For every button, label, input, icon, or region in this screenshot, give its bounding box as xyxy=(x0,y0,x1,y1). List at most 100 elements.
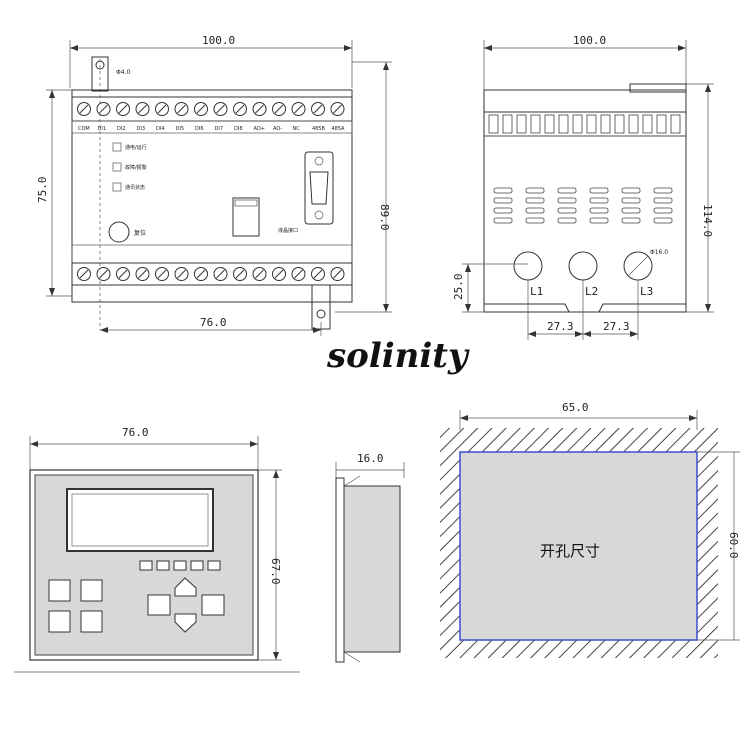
vent-slot xyxy=(589,197,609,204)
hole-name-l2: L2 xyxy=(585,285,598,298)
screw-slot xyxy=(157,104,167,114)
terminal-label: DI8 xyxy=(234,126,243,132)
rib xyxy=(558,114,569,134)
terminal-label: AO+ xyxy=(254,126,265,132)
hole-name-l1: L1 xyxy=(530,285,543,298)
bottom-left-height-dim: 67.0 xyxy=(269,558,282,585)
brand-logo: solinity xyxy=(326,336,470,376)
vent-slot xyxy=(493,197,513,204)
vent-slot xyxy=(653,217,673,224)
vent-slot xyxy=(525,217,545,224)
rib xyxy=(572,114,583,134)
screw-slot xyxy=(274,104,284,114)
screw-slot xyxy=(177,104,186,114)
screw-slot xyxy=(255,269,264,279)
top-right-drawing: 100.0 Φ16.0 L1 L2 L3 114.0 25.0 xyxy=(452,34,714,340)
rib xyxy=(656,114,667,134)
top-left-bottom-dim: 76.0 xyxy=(200,316,227,329)
screw-slot xyxy=(196,269,206,279)
screw-slot xyxy=(216,104,225,114)
terminal-label: DI5 xyxy=(176,126,185,132)
top-right-hole-label: Φ16.0 xyxy=(650,249,668,256)
screw-slot xyxy=(157,269,167,279)
vent-slot xyxy=(557,187,577,194)
screw-slot xyxy=(196,104,206,114)
rib xyxy=(488,114,499,134)
top-terminal-screws xyxy=(77,102,345,116)
vent-slot xyxy=(493,217,513,224)
vent-slot xyxy=(589,187,609,194)
terminal-label: DI1 xyxy=(98,126,107,132)
rib xyxy=(586,114,597,134)
screw-slot xyxy=(99,104,108,114)
screw-slot xyxy=(138,104,147,114)
vent-slot xyxy=(621,187,641,194)
rib xyxy=(600,114,611,134)
rib xyxy=(516,114,527,134)
rib xyxy=(614,114,625,134)
screw-slot xyxy=(294,104,303,114)
top-left-hole-label: Φ4.0 xyxy=(116,69,130,76)
vent-slots xyxy=(493,187,673,224)
vent-slot xyxy=(621,197,641,204)
screw-slot xyxy=(294,269,303,279)
hole-l2 xyxy=(568,251,598,281)
bottom-terminal-screws xyxy=(77,267,345,281)
vent-slot xyxy=(525,197,545,204)
screw-slot xyxy=(333,104,342,114)
top-left-right-height-dim: 89.0 xyxy=(378,204,391,231)
vent-slot xyxy=(589,217,609,224)
vent-slot xyxy=(493,207,513,214)
indicator-label-1: 通电/运行 xyxy=(125,144,147,151)
rib xyxy=(628,114,639,134)
spacing-dim-1: 27.3 xyxy=(547,320,574,333)
rib xyxy=(670,114,681,134)
screw-slot xyxy=(235,269,245,279)
screw-slot xyxy=(118,269,128,279)
vent-slot xyxy=(653,197,673,204)
screw-slot xyxy=(118,104,128,114)
terminal-label: DI6 xyxy=(195,126,204,132)
vent-slot xyxy=(525,187,545,194)
bottom-middle-drawing: 16.0 xyxy=(335,452,405,663)
screw-slot xyxy=(99,269,108,279)
connector-label: 液晶接口 xyxy=(278,227,298,234)
bottom-right-drawing: 65.0 开孔尺寸 60.0 xyxy=(440,401,740,658)
screw-slot xyxy=(274,269,284,279)
reset-label: 复位 xyxy=(134,229,146,237)
bottom-left-drawing: 76.0 67.0 xyxy=(14,426,300,673)
terminal-label: DI4 xyxy=(156,126,165,132)
terminal-label: AO- xyxy=(273,126,282,132)
terminal-label: DI3 xyxy=(137,126,146,132)
bottom-left-width-dim: 76.0 xyxy=(122,426,149,439)
screw-slot xyxy=(313,269,323,279)
top-right-width-dim: 100.0 xyxy=(573,34,606,47)
cooling-ribs xyxy=(488,114,681,134)
terminal-label: 485B xyxy=(312,126,326,132)
top-right-side-dim: 25.0 xyxy=(452,274,465,301)
rib xyxy=(642,114,653,134)
indicator-label-2: 故障/报警 xyxy=(125,164,147,171)
cutout-width-dim: 65.0 xyxy=(562,401,589,414)
vent-slot xyxy=(653,207,673,214)
rib xyxy=(502,114,513,134)
screw-slot xyxy=(79,104,89,114)
terminal-label: DI7 xyxy=(215,126,224,132)
terminal-label: NC xyxy=(293,126,301,132)
vent-slot xyxy=(621,217,641,224)
cutout-height-dim: 60.0 xyxy=(727,532,740,559)
rib xyxy=(544,114,555,134)
screw-slot xyxy=(79,269,89,279)
bottom-middle-depth-dim: 16.0 xyxy=(357,452,384,465)
terminal-label: 485A xyxy=(332,126,346,132)
vent-slot xyxy=(653,187,673,194)
vent-slot xyxy=(557,207,577,214)
vent-slot xyxy=(557,217,577,224)
hole-l1 xyxy=(513,251,543,281)
vent-slot xyxy=(589,207,609,214)
vent-slot xyxy=(525,207,545,214)
cutout-label: 开孔尺寸 xyxy=(540,542,600,560)
hole-name-l3: L3 xyxy=(640,285,653,298)
screw-slot xyxy=(216,269,225,279)
